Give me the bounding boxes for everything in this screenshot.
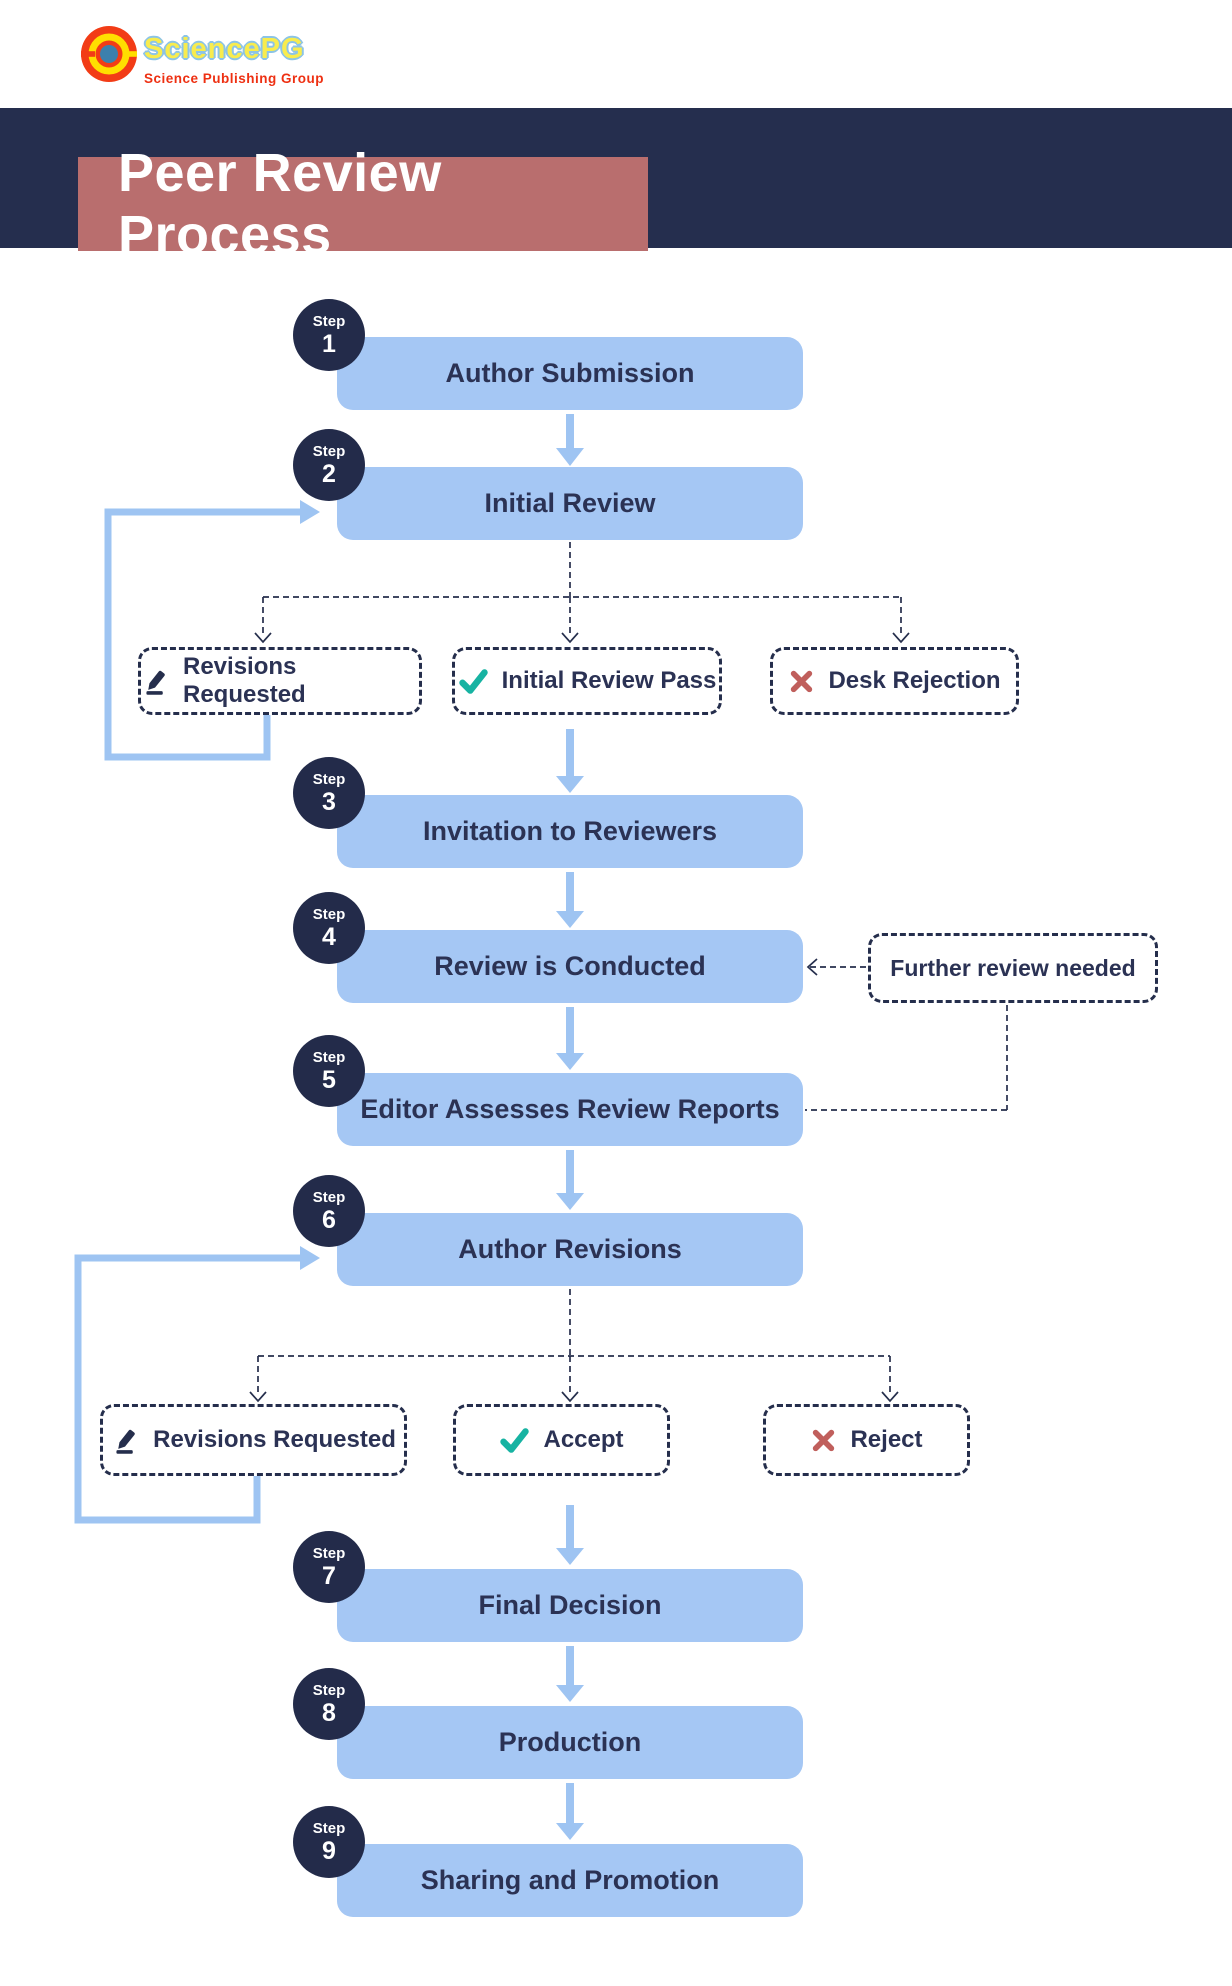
step-box-label: Invitation to Reviewers xyxy=(422,816,718,846)
step-box-label: Final Decision xyxy=(478,1590,662,1620)
step-badge-8: Step 8 xyxy=(293,1668,365,1740)
step-badge-number: 1 xyxy=(322,329,336,358)
step-badge-word: Step xyxy=(312,1544,346,1562)
decision-desk-rejection: Desk Rejection xyxy=(770,647,1019,715)
decision-revisions-requested-1: Revisions Requested xyxy=(138,647,422,715)
step-badge-word: Step xyxy=(312,1188,346,1206)
step-box-label: Author Revisions xyxy=(458,1234,682,1264)
note-further-review-needed: Further review needed xyxy=(868,933,1158,1003)
step-badge-word: Step xyxy=(312,1819,346,1837)
decision-reject: Reject xyxy=(763,1404,970,1476)
step-badge-number: 4 xyxy=(322,922,336,951)
step-badge-number: 5 xyxy=(322,1065,336,1094)
step-box-editor-assesses: Editor Assesses Review Reports xyxy=(337,1073,803,1146)
step-badge-number: 6 xyxy=(322,1205,336,1234)
step-box-author-revisions: Author Revisions xyxy=(337,1213,803,1286)
logo-text-block: SciencePG Science Publishing Group xyxy=(144,33,424,86)
header: SciencePG Science Publishing Group xyxy=(0,0,1232,108)
step-box-invitation-to-reviewers: Invitation to Reviewers xyxy=(337,795,803,868)
x-icon xyxy=(810,1427,837,1454)
step-badge-word: Step xyxy=(312,1681,346,1699)
pencil-icon xyxy=(111,1426,140,1455)
logo-name: SciencePG xyxy=(144,33,305,65)
step-badge-number: 9 xyxy=(322,1836,336,1865)
step-badge-word: Step xyxy=(312,770,346,788)
step-box-label: Initial Review xyxy=(484,488,656,518)
step-box-sharing-promotion: Sharing and Promotion xyxy=(337,1844,803,1917)
decision-label: Revisions Requested xyxy=(183,653,306,708)
step-badge-word: Step xyxy=(312,312,346,330)
decision-label: Reject xyxy=(850,1426,923,1453)
step-box-review-is-conducted: Review is Conducted xyxy=(337,930,803,1003)
step-badge-2: Step 2 xyxy=(293,429,365,501)
decision-label: Initial Review Pass xyxy=(501,667,717,694)
step-badge-1: Step 1 xyxy=(293,299,365,371)
step-badge-5: Step 5 xyxy=(293,1035,365,1107)
logo-tagline: Science Publishing Group xyxy=(144,71,325,86)
step-box-label: Author Submission xyxy=(445,358,695,388)
step-badge-number: 2 xyxy=(322,459,336,488)
step-box-production: Production xyxy=(337,1706,803,1779)
step-badge-number: 7 xyxy=(322,1561,336,1590)
step-badge-word: Step xyxy=(312,1048,346,1066)
decision-label: Accept xyxy=(543,1426,624,1453)
step-box-initial-review: Initial Review xyxy=(337,467,803,540)
x-icon xyxy=(788,668,815,695)
step-badge-3: Step 3 xyxy=(293,757,365,829)
decision-accept: Accept xyxy=(453,1404,670,1476)
pencil-icon xyxy=(141,667,170,696)
step-badge-word: Step xyxy=(312,442,346,460)
step-badge-number: 3 xyxy=(322,787,336,816)
step-badge-9: Step 9 xyxy=(293,1806,365,1878)
decision-revisions-requested-2: Revisions Requested xyxy=(100,1404,407,1476)
step-box-label: Production xyxy=(498,1727,642,1757)
decision-label: Revisions Requested xyxy=(153,1426,396,1453)
check-icon xyxy=(458,666,489,697)
step-box-final-decision: Final Decision xyxy=(337,1569,803,1642)
title-banner: Peer Review Process xyxy=(78,143,648,265)
decision-label: Desk Rejection xyxy=(828,667,1001,694)
step-box-label: Editor Assesses Review Reports xyxy=(360,1094,780,1124)
sciencepg-logo-icon xyxy=(80,25,138,83)
page-title: Peer Review Process xyxy=(118,143,442,265)
check-icon xyxy=(499,1425,530,1456)
step-box-author-submission: Author Submission xyxy=(337,337,803,410)
decision-initial-review-pass: Initial Review Pass xyxy=(452,647,722,715)
step-box-label: Review is Conducted xyxy=(434,951,706,981)
step-badge-word: Step xyxy=(312,905,346,923)
step-badge-6: Step 6 xyxy=(293,1175,365,1247)
step-badge-4: Step 4 xyxy=(293,892,365,964)
step-box-label: Sharing and Promotion xyxy=(420,1865,720,1895)
step-badge-number: 8 xyxy=(322,1698,336,1727)
step-badge-7: Step 7 xyxy=(293,1531,365,1603)
note-label: Further review needed xyxy=(890,954,1136,981)
